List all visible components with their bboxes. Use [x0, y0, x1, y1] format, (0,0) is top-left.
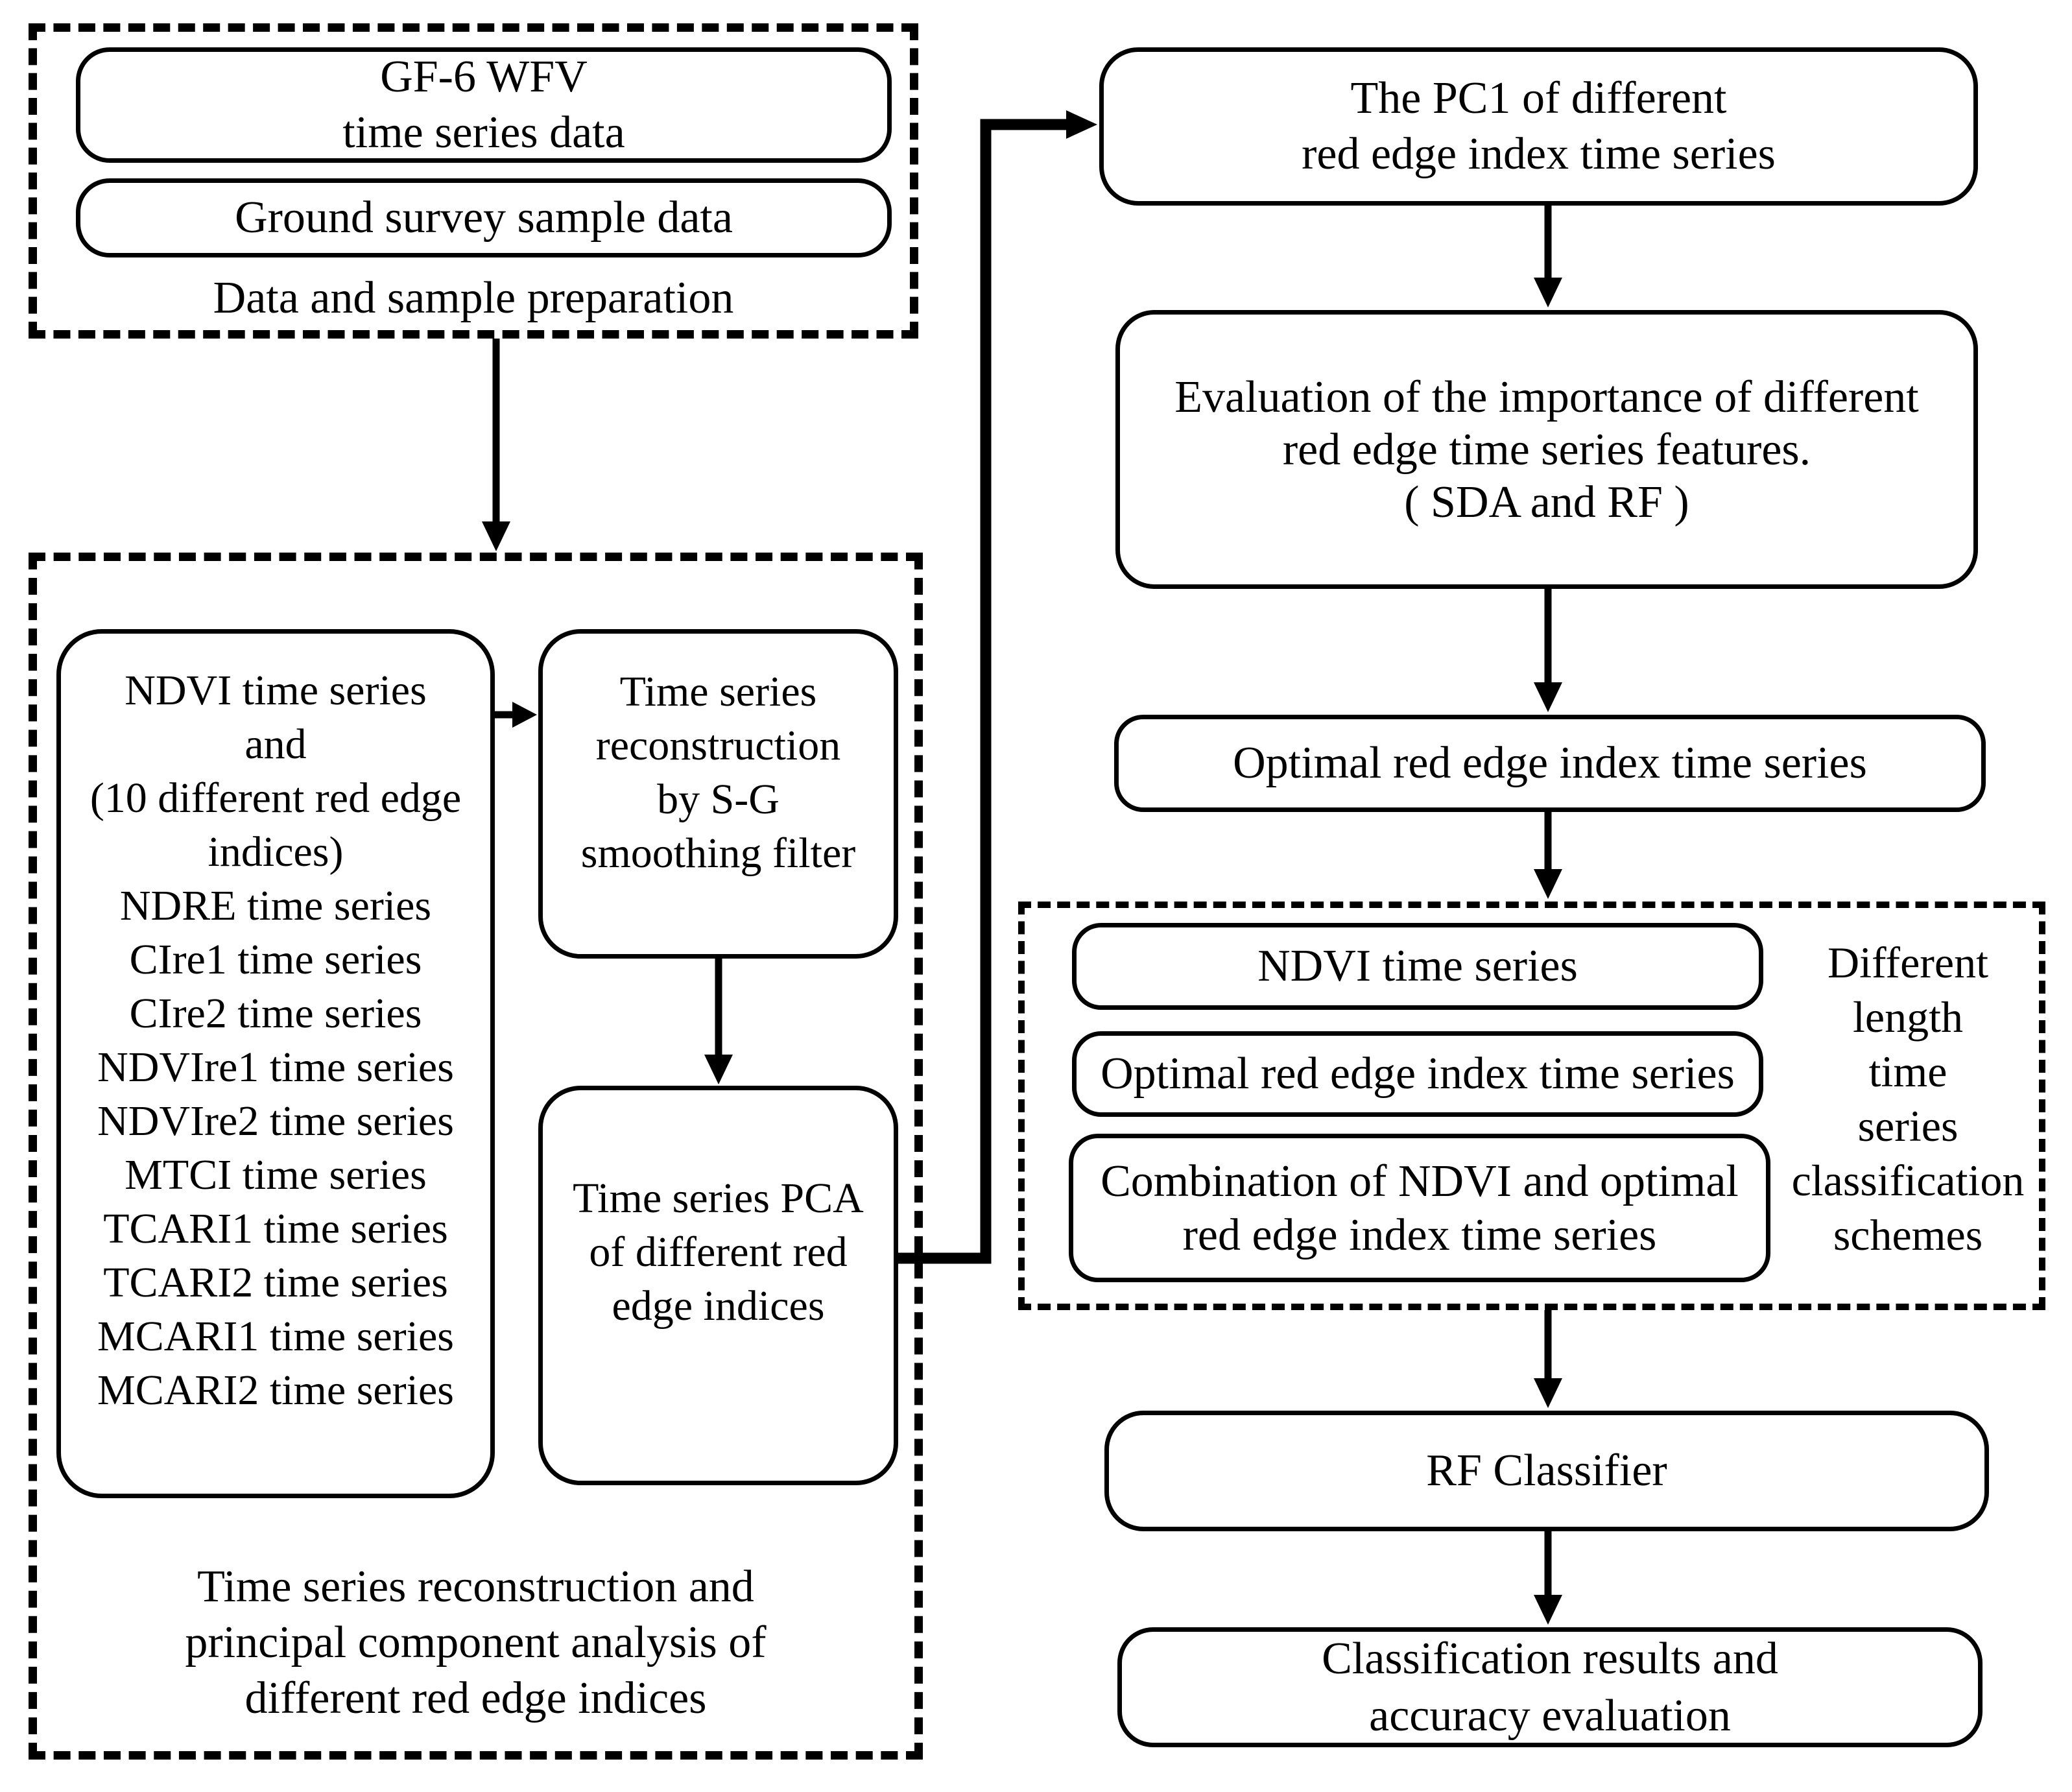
schemes-side-label: Different length time series classificat…	[1777, 935, 2039, 1262]
list-line: MCARI2 time series	[97, 1367, 454, 1414]
scheme-optimal-box: Optimal red edge index time series	[1072, 1031, 1763, 1117]
arrow-pc1-to-eval	[1534, 206, 1562, 307]
pca-line: Time series PCA	[573, 1175, 864, 1222]
rf-classifier-box: RF Classifier	[1104, 1411, 1989, 1531]
sg-line: Time series	[619, 668, 817, 715]
recon-section	[29, 553, 923, 1760]
results-box: Classification results and accuracy eval…	[1117, 1627, 1983, 1747]
schemes-side-line: Different	[1828, 938, 1988, 987]
schemes-section	[1018, 902, 2045, 1310]
list-line: (10 different red edge	[89, 774, 462, 822]
scheme-ndvi-label: NDVI time series	[1257, 941, 1578, 991]
recon-label-line: different red edge indices	[244, 1673, 707, 1723]
sg-filter-box: Time series reconstruction by S-G smooth…	[538, 629, 898, 959]
ground-survey-label: Ground survey sample data	[235, 193, 733, 243]
schemes-side-line: time	[1868, 1047, 1947, 1096]
ground-survey-box: Ground survey sample data	[76, 178, 892, 257]
scheme-ndvi-box: NDVI time series	[1072, 923, 1763, 1010]
list-line: TCARI2 time series	[103, 1259, 448, 1306]
results-line: Classification results and	[1322, 1633, 1778, 1684]
schemes-side-line: classification	[1791, 1156, 2025, 1205]
schemes-side-line: length	[1853, 992, 1963, 1042]
indices-list-box: NDVI time series and (10 different red e…	[56, 629, 495, 1498]
recon-label-line: Time series reconstruction and	[197, 1562, 754, 1612]
optimal-index-label: Optimal red edge index time series	[1233, 738, 1867, 788]
pca-line: of different red	[589, 1228, 848, 1276]
optimal-index-box: Optimal red edge index time series	[1114, 715, 1986, 812]
recon-section-label: Time series reconstruction and principal…	[29, 1559, 923, 1726]
pc1-box: The PC1 of different red edge index time…	[1099, 47, 1978, 206]
gf6-line2: time series data	[342, 108, 625, 158]
arrow-optimal-to-schemes	[1534, 812, 1562, 899]
pc1-line: The PC1 of different	[1350, 73, 1727, 123]
arrow-eval-to-optimal	[1534, 589, 1562, 712]
gf6-line1: GF-6 WFV	[380, 52, 588, 102]
recon-label-line: principal component analysis of	[185, 1618, 767, 1667]
sg-line: smoothing filter	[580, 830, 856, 877]
pca-box: Time series PCA of different red edge in…	[538, 1086, 898, 1485]
scheme-combo-line: red edge index time series	[1182, 1210, 1657, 1260]
arrow-rf-to-results	[1534, 1531, 1562, 1625]
evaluation-line: red edge time series features.	[1282, 424, 1811, 475]
list-line: CIre2 time series	[129, 990, 422, 1037]
list-line: NDVIre2 time series	[97, 1097, 454, 1145]
scheme-combo-box: Combination of NDVI and optimal red edge…	[1069, 1134, 1770, 1282]
list-line: NDVIre1 time series	[97, 1044, 454, 1091]
arrow-prep-to-recon	[482, 339, 510, 551]
pca-line: edge indices	[612, 1282, 825, 1330]
schemes-side-line: schemes	[1833, 1210, 1983, 1260]
scheme-combo-line: Combination of NDVI and optimal	[1101, 1156, 1739, 1206]
pc1-line: red edge index time series	[1302, 129, 1776, 179]
list-line: NDRE time series	[119, 882, 432, 929]
list-line: MTCI time series	[125, 1151, 427, 1199]
evaluation-box: Evaluation of the importance of differen…	[1115, 310, 1978, 589]
gf6-box: GF-6 WFV time series data	[76, 47, 892, 163]
rf-classifier-label: RF Classifier	[1426, 1446, 1667, 1496]
list-line: NDVI time series	[125, 667, 427, 714]
list-line: CIre1 time series	[129, 936, 422, 983]
prep-section-label: Data and sample preparation	[213, 273, 734, 323]
sg-line: by S-G	[657, 776, 780, 823]
schemes-side-line: series	[1857, 1101, 1959, 1151]
sg-line: reconstruction	[595, 722, 841, 769]
scheme-optimal-label: Optimal red edge index time series	[1101, 1049, 1735, 1099]
evaluation-line: Evaluation of the importance of differen…	[1174, 372, 1919, 422]
list-line: indices)	[208, 828, 344, 876]
results-line: accuracy evaluation	[1369, 1690, 1731, 1741]
prep-section	[29, 23, 918, 339]
list-line: MCARI1 time series	[97, 1313, 454, 1360]
evaluation-line: ( SDA and RF )	[1404, 477, 1689, 527]
arrow-schemes-to-rf	[1534, 1310, 1562, 1408]
list-line: and	[244, 721, 307, 768]
list-line: TCARI1 time series	[103, 1205, 448, 1252]
